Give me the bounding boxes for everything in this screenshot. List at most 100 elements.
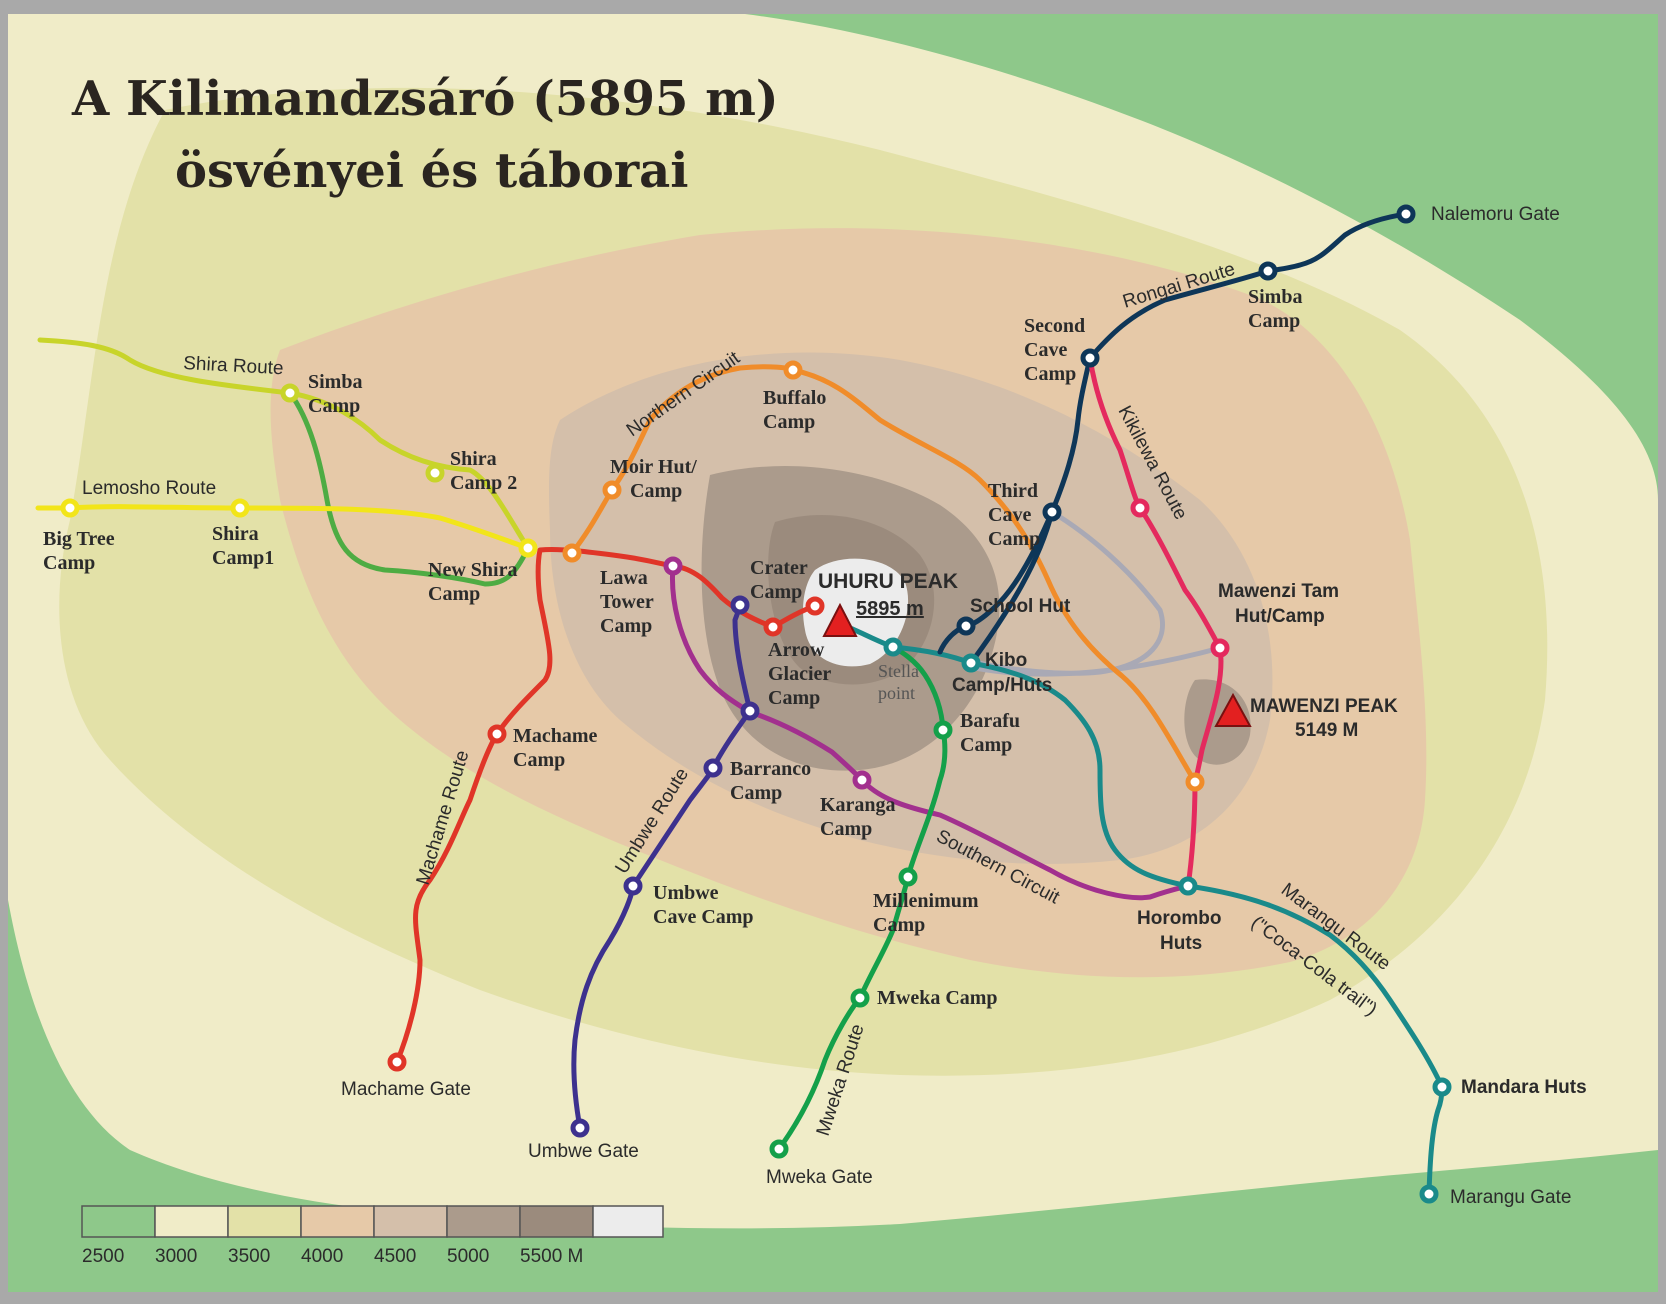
place-lawa-3: Camp [600, 615, 652, 637]
route-shira-branch [287, 390, 531, 587]
map-title-line2: ösvényei és táborai [175, 143, 689, 199]
camp-simba-west[interactable] [280, 383, 300, 403]
legend-swatch-3500 [227, 1205, 302, 1238]
place-barafu-2: Camp [960, 734, 1012, 756]
legend-label-5500: 5500 M [520, 1246, 583, 1267]
place-shira2-2: Camp 2 [450, 472, 517, 494]
legend-swatch-2500 [81, 1205, 156, 1238]
camp-mweka[interactable] [850, 988, 870, 1008]
camp-barafu[interactable] [933, 720, 953, 740]
place-millenium-2: Camp [873, 914, 925, 936]
place-millenium-1: Millenimum [873, 890, 979, 912]
camp-shira-2[interactable] [425, 463, 445, 483]
route-umbwe [571, 602, 753, 1131]
place-arrow-2: Glacier [768, 663, 831, 685]
gate-mweka[interactable] [769, 1139, 789, 1159]
route-rongai-kibo [968, 509, 1055, 666]
camp-northern-east[interactable] [1185, 772, 1205, 792]
place-simba-west-1: Simba [308, 371, 362, 393]
place-mawenzi-tam-2: Hut/Camp [1235, 606, 1325, 627]
camp-nalemoru-gate[interactable] [1396, 204, 1416, 224]
camp-horombo[interactable] [1178, 876, 1198, 896]
map-title-line1: A Kilimandzsáró (5895 m) [71, 71, 779, 127]
camp-simba-east[interactable] [1258, 261, 1278, 281]
elevation-legend: 2500 3000 3500 4000 4500 5000 5500 M [81, 1205, 664, 1267]
place-karanga-1: Karanga [820, 794, 896, 816]
camp-shira-1[interactable] [230, 498, 250, 518]
camp-arrow-glacier[interactable] [763, 617, 783, 637]
place-karanga-2: Camp [820, 818, 872, 840]
place-third-cave-3: Camp [988, 528, 1040, 550]
place-marangu-gate: Marangu Gate [1450, 1187, 1571, 1208]
gate-machame[interactable] [387, 1052, 407, 1072]
place-machame-gate: Machame Gate [341, 1079, 471, 1100]
legend-label-5000: 5000 [447, 1246, 489, 1267]
gate-marangu[interactable] [1419, 1184, 1439, 1204]
camp-junction-west[interactable] [562, 543, 582, 563]
camp-kibo-huts[interactable] [961, 653, 981, 673]
place-mweka-gate: Mweka Gate [766, 1167, 873, 1188]
place-crater-2: Camp [750, 581, 802, 603]
camp-mandara[interactable] [1432, 1077, 1452, 1097]
place-third-cave-1: Third [988, 480, 1038, 502]
camp-stella-point[interactable] [883, 637, 903, 657]
gate-umbwe[interactable] [570, 1118, 590, 1138]
route-northern [569, 364, 1198, 785]
place-mawenzi-tam-1: Mawenzi Tam [1218, 581, 1339, 602]
place-kibo-2: Camp/Huts [952, 675, 1052, 696]
place-umbwe-cave-2: Cave Camp [653, 906, 754, 928]
place-lawa-1: Lawa [600, 567, 648, 589]
camp-umbwe-cave[interactable] [623, 876, 643, 896]
camp-mawenzi-tam[interactable] [1210, 638, 1230, 658]
place-mweka-camp: Mweka Camp [877, 987, 998, 1009]
route-label-lemosho: Lemosho Route [82, 478, 216, 499]
route-shira [37, 337, 531, 551]
camp-new-shira[interactable] [518, 538, 538, 558]
legend-label-3000: 3000 [155, 1246, 197, 1267]
place-barranco-1: Barranco [730, 758, 811, 780]
uhuru-peak-marker [822, 602, 858, 637]
legend-label-3500: 3500 [228, 1246, 270, 1267]
camp-second-cave[interactable] [1080, 348, 1100, 368]
place-horombo-1: Horombo [1137, 908, 1221, 929]
place-horombo-2: Huts [1160, 933, 1202, 954]
place-moir-2: Camp [630, 480, 682, 502]
place-machame-camp-2: Camp [513, 749, 565, 771]
camp-barranco[interactable] [703, 758, 723, 778]
camp-moir-hut[interactable] [602, 480, 622, 500]
place-crater-1: Crater [750, 557, 808, 579]
legend-label-2500: 2500 [82, 1246, 124, 1267]
place-shira1-1: Shira [212, 523, 259, 545]
place-second-cave-2: Cave [1024, 339, 1067, 361]
place-second-cave-3: Camp [1024, 363, 1076, 385]
camp-third-cave[interactable] [1042, 502, 1062, 522]
camp-karanga[interactable] [852, 770, 872, 790]
place-barranco-2: Camp [730, 782, 782, 804]
place-uhuru-1: UHURU PEAK [818, 570, 958, 593]
place-school-hut: School Hut [970, 596, 1071, 617]
camp-crater[interactable] [805, 596, 825, 616]
camp-lawa-tower[interactable] [663, 556, 683, 576]
camp-machame[interactable] [487, 724, 507, 744]
place-lawa-2: Tower [600, 591, 654, 613]
legend-label-4500: 4500 [374, 1246, 416, 1267]
camp-umbwe-junction[interactable] [740, 701, 760, 721]
place-moir-1: Moir Hut/ [610, 456, 697, 478]
camp-buffalo[interactable] [783, 360, 803, 380]
place-second-cave-1: Second [1024, 315, 1085, 337]
place-buffalo-1: Buffalo [763, 387, 826, 409]
camp-school-hut[interactable] [956, 616, 976, 636]
place-mawenzi-peak-2: 5149 M [1295, 720, 1358, 741]
legend-swatch-5500 [519, 1205, 594, 1238]
place-new-shira-1: New Shira [428, 559, 517, 581]
camp-umbwe-upper[interactable] [730, 595, 750, 615]
camp-big-tree[interactable] [60, 498, 80, 518]
place-barafu-1: Barafu [960, 710, 1020, 732]
place-nalemoru-gate: Nalemoru Gate [1431, 204, 1560, 225]
place-stella-2: point [878, 683, 915, 703]
camp-kikilewa[interactable] [1130, 498, 1150, 518]
camp-millenium[interactable] [898, 867, 918, 887]
place-shira1-2: Camp1 [212, 547, 274, 569]
place-third-cave-2: Cave [988, 504, 1031, 526]
